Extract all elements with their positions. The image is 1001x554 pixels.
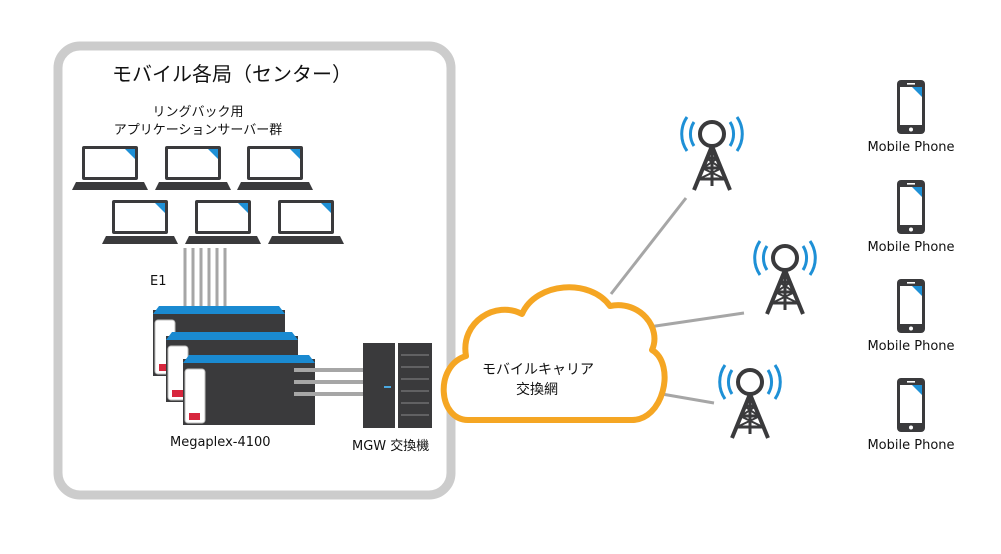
- ringback-label-line1: リングバック用: [152, 105, 244, 120]
- mgw-switch: [363, 343, 432, 428]
- cell-tower-3: [717, 363, 783, 440]
- mobile-phone-label-2: Mobile Phone: [867, 240, 955, 255]
- carrier-cloud: [440, 284, 668, 424]
- mobile-phone-4: [897, 378, 925, 432]
- megaplex-label: Megaplex-4100: [170, 435, 271, 450]
- mobile-phone-2: [897, 180, 925, 234]
- app-server-laptop-2: [155, 146, 231, 190]
- cell-tower-2: [752, 239, 818, 316]
- e1-label: E1: [150, 274, 167, 289]
- ringback-servers-label: リングバック用 アプリケーションサーバー群: [93, 104, 303, 140]
- mobile-phone-label-1: Mobile Phone: [867, 140, 955, 155]
- app-server-laptop-4: [102, 200, 178, 244]
- mobile-phone-1: [897, 80, 925, 134]
- ringback-label-line2: アプリケーションサーバー群: [113, 123, 283, 138]
- carrier-label-line2: 交換網: [516, 382, 558, 398]
- tower-link-3: [655, 391, 715, 405]
- mgw-label: MGW 交換機: [352, 439, 430, 454]
- tower-link-1: [609, 197, 688, 295]
- app-server-laptop-1: [72, 146, 148, 190]
- mobile-phone-label-3: Mobile Phone: [867, 339, 955, 354]
- center-title: モバイル各局（センター）: [112, 62, 352, 86]
- mobile-phone-3: [897, 279, 925, 333]
- app-server-laptop-6: [268, 200, 344, 244]
- mobile-phone-label-4: Mobile Phone: [867, 438, 955, 453]
- carrier-label-line1: モバイルキャリア: [482, 362, 594, 378]
- e1-cable-bundle: [183, 248, 227, 306]
- carrier-network-label: モバイルキャリア 交換網: [482, 360, 594, 400]
- cell-tower-1: [679, 115, 745, 192]
- tower-link-2: [641, 311, 745, 330]
- trunk-lines: [294, 368, 363, 396]
- megaplex-unit-3: [182, 354, 316, 426]
- app-server-laptop-5: [185, 200, 261, 244]
- app-server-laptop-3: [237, 146, 313, 190]
